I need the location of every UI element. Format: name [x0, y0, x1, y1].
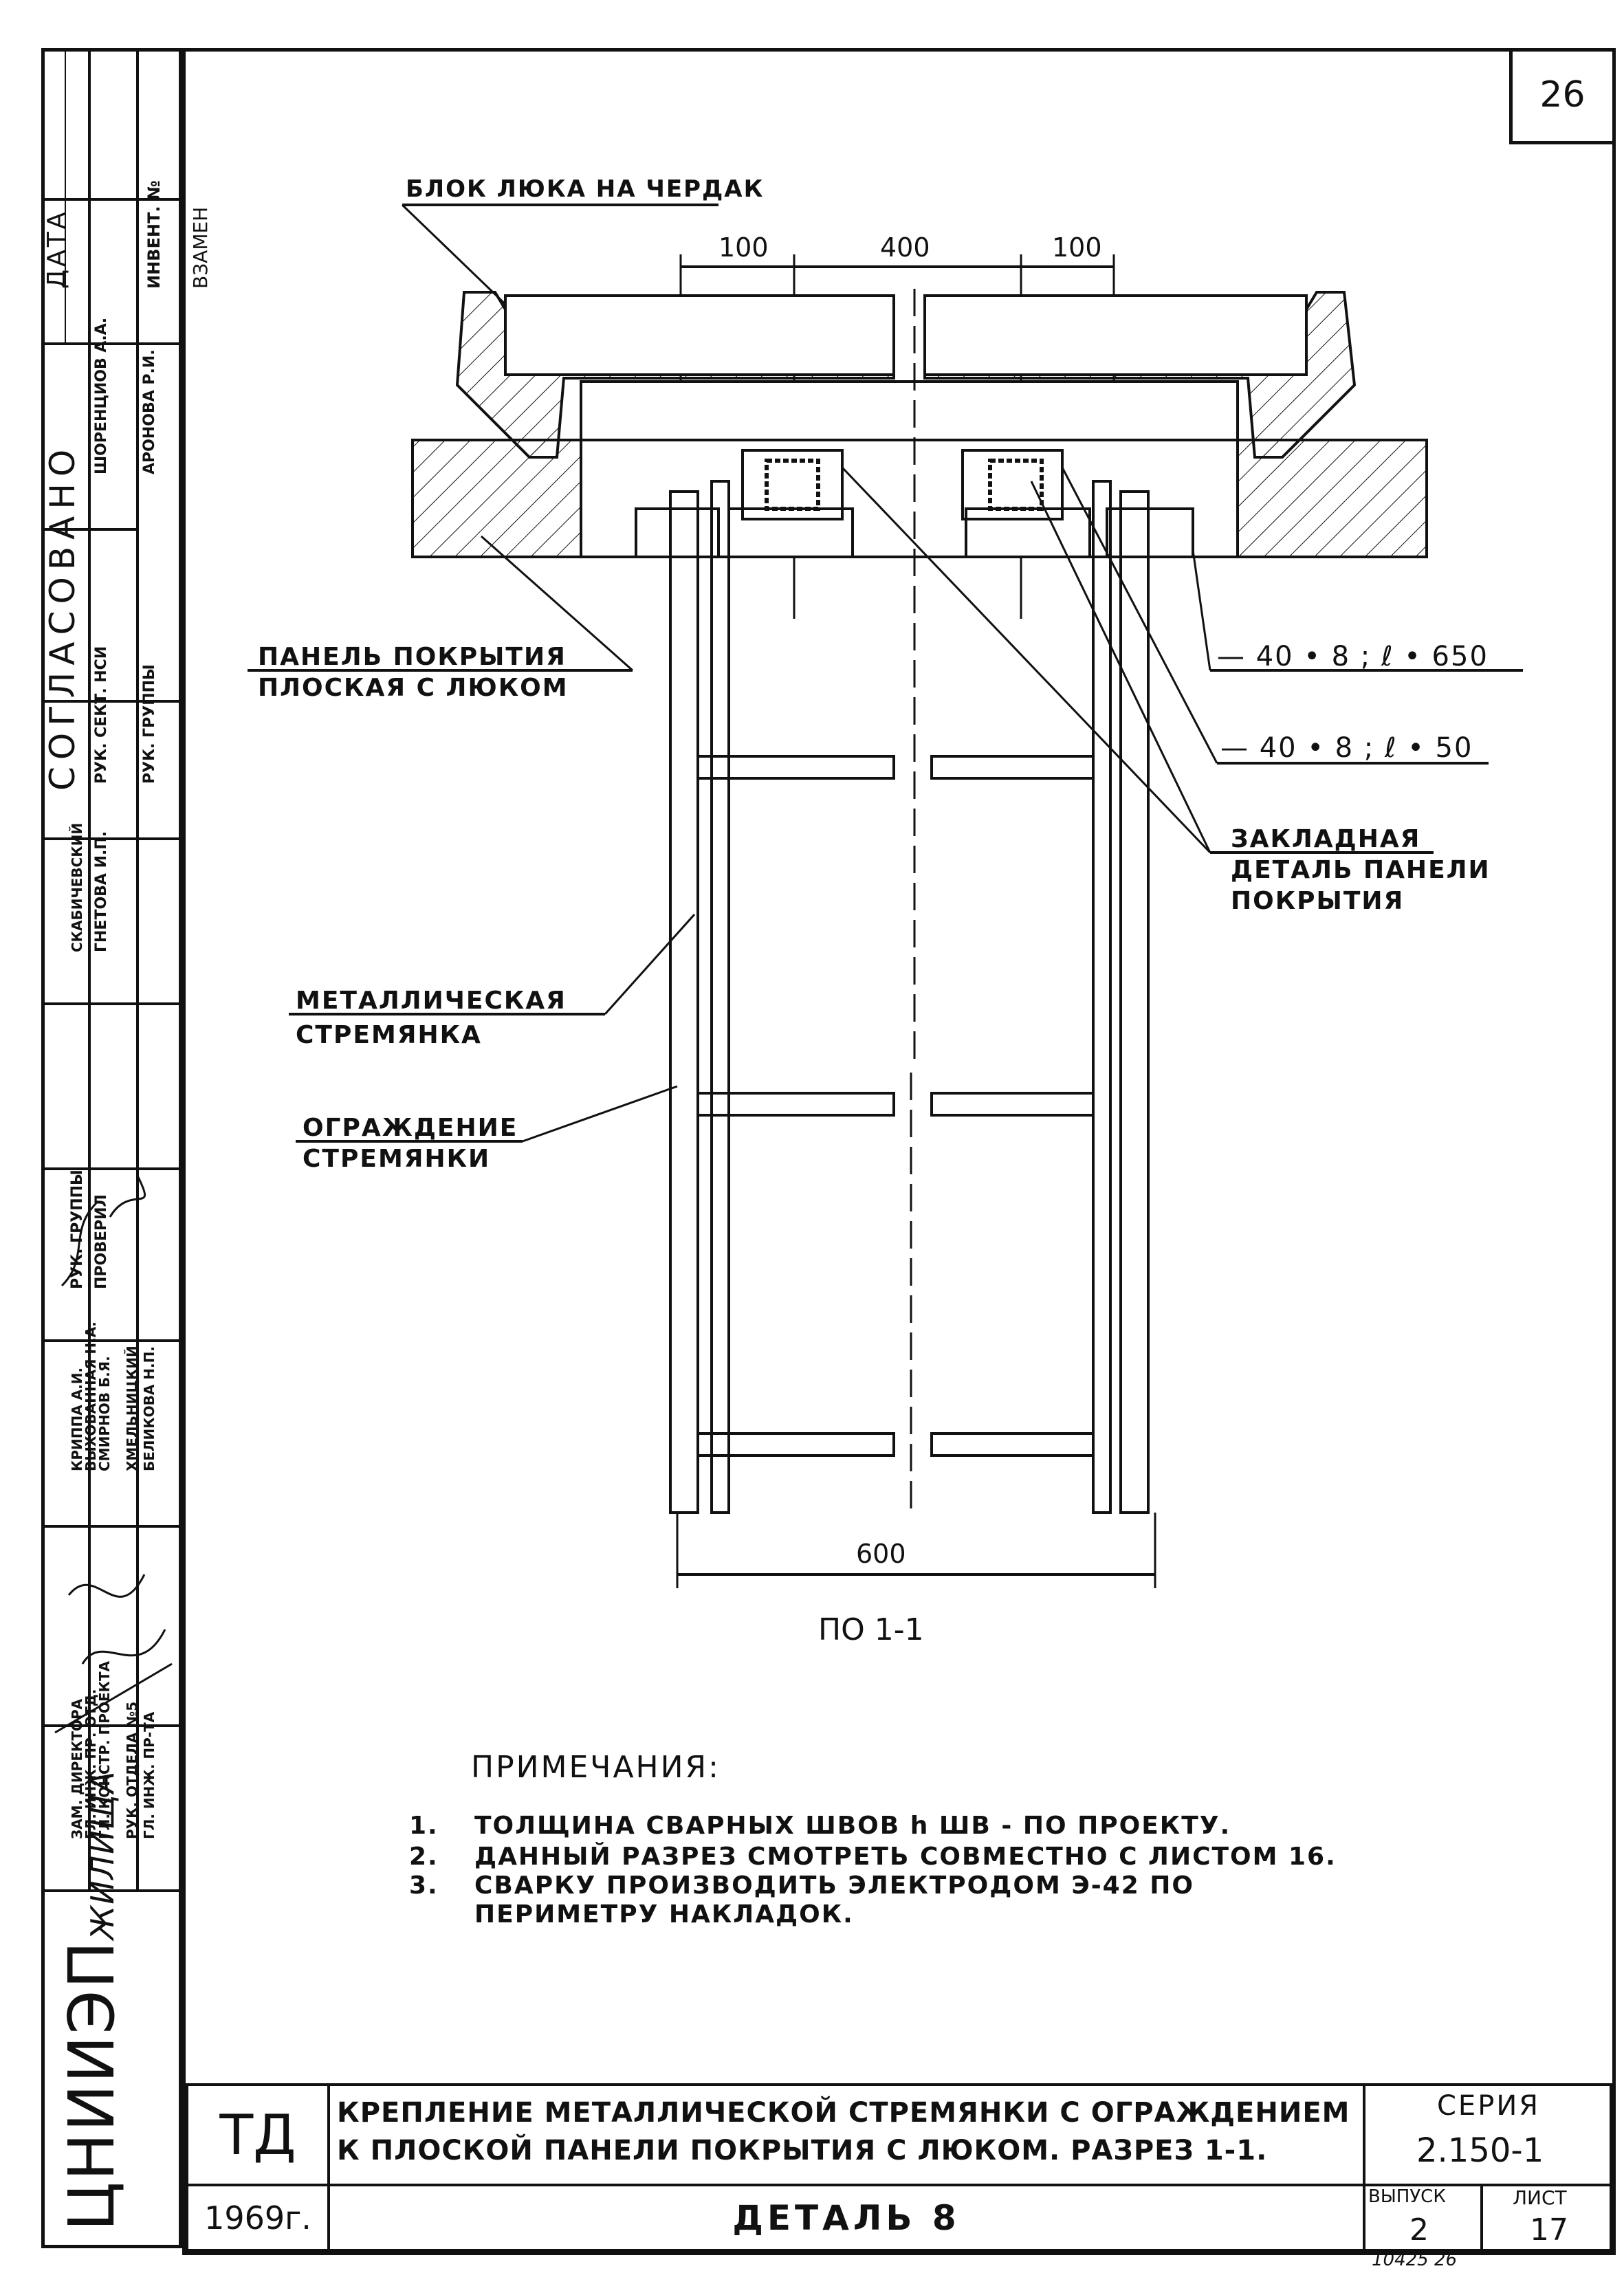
series-value: 2.150-1: [1416, 2131, 1544, 2170]
label-panel-1: ПАНЕЛЬ ПОКРЫТИЯ: [258, 643, 567, 671]
stamp-role-4: РУК. ОТДЕЛА №5: [124, 1701, 140, 1839]
note-3: 3.СВАРКУ ПРОИЗВОДИТЬ ЭЛЕКТРОДОМ Э-42 ПО: [409, 1871, 1195, 1900]
note-4: ПЕРИМЕТРУ НАКЛАДОК.: [474, 1900, 854, 1929]
side-stamp: [41, 48, 182, 2248]
label-embed-1: ЗАКЛАДНАЯ: [1231, 825, 1421, 853]
footer-note: 10425 26: [1372, 2250, 1458, 2270]
title-line-2: К ПЛОСКОЙ ПАНЕЛИ ПОКРЫТИЯ С ЛЮКОМ. РАЗРЕ…: [337, 2135, 1268, 2166]
series-label: СЕРИЯ: [1437, 2090, 1541, 2122]
label-fence-2: СТРЕМЯНКИ: [303, 1145, 491, 1173]
notes-title: ПРИМЕЧАНИЯ:: [471, 1750, 721, 1785]
sheet-value: 17: [1530, 2212, 1568, 2248]
year-cell: 1969г.: [186, 2184, 330, 2252]
td-cell: ТД: [186, 2083, 330, 2186]
note-1: 1.ТОЛЩИНА СВАРНЫХ ШВОВ h ШВ - ПО ПРОЕКТУ…: [409, 1812, 1231, 1840]
label-plate-650: — 40 • 8 ; ℓ • 650: [1217, 641, 1489, 672]
label-ladder-1: МЕТАЛЛИЧЕСКАЯ: [296, 987, 567, 1015]
sheet-label: ЛИСТ: [1513, 2186, 1567, 2209]
issue-value: 2: [1409, 2212, 1429, 2248]
issue-label: ВЫПУСК: [1368, 2186, 1446, 2207]
section-drawing: [248, 204, 1523, 1588]
label-embed-2: ДЕТАЛЬ ПАНЕЛИ: [1231, 856, 1491, 884]
title-line-1: КРЕПЛЕНИЕ МЕТАЛЛИЧЕСКОЙ СТРЕМЯНКИ С ОГРА…: [337, 2097, 1350, 2129]
label-panel-2: ПЛОСКАЯ С ЛЮКОМ: [258, 674, 569, 702]
dim-top-right: 100: [1052, 232, 1102, 263]
section-caption: ПО 1-1: [818, 1612, 924, 1647]
sheet-number: 26: [1509, 48, 1612, 144]
sheet-cell: [1480, 2184, 1612, 2252]
dim-top-mid: 400: [880, 232, 930, 263]
dim-top-left: 100: [718, 232, 769, 263]
note-2: 2.ДАННЫЙ РАЗРЕЗ СМОТРЕТЬ СОВМЕСТНО С ЛИС…: [409, 1843, 1337, 1871]
label-embed-3: ПОКРЫТИЯ: [1231, 887, 1405, 915]
side-stamp-grid: [41, 48, 182, 1892]
detail-cell: ДЕТАЛЬ 8: [327, 2184, 1365, 2252]
label-hatch-block: БЛОК ЛЮКА НА ЧЕРДАК: [406, 175, 765, 203]
drawing-frame: [182, 48, 1616, 2255]
dim-bottom: 600: [856, 1539, 906, 1569]
stamp-role-5: ГЛ. ИНЖ. ПР-ТА: [141, 1711, 157, 1839]
stamp-org: ЦНИИЭПЖИЛИЩА: [55, 1770, 129, 2231]
label-ladder-2: СТРЕМЯНКА: [296, 1021, 482, 1049]
label-fence-1: ОГРАЖДЕНИЕ: [303, 1114, 518, 1142]
label-plate-50: — 40 • 8 ; ℓ • 50: [1220, 732, 1473, 764]
